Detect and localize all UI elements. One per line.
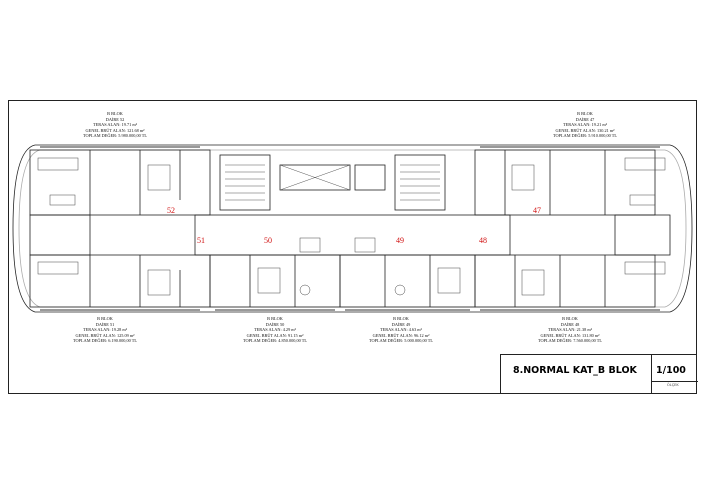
- block-label: B BLOK: [267, 316, 283, 321]
- unit-52: [29, 149, 211, 216]
- bed: [511, 164, 535, 191]
- drawing-title: 8.NORMAL KAT_B BLOK: [513, 365, 637, 376]
- gross-area: GENEL BRÜT ALAN: 130.21 m²: [555, 127, 615, 133]
- sofa: [624, 261, 666, 275]
- sofa: [37, 157, 79, 171]
- gross-area: GENEL BRÜT ALAN: 96.12 m²: [372, 332, 430, 338]
- total-value: TOPLAM DEĞER: 5.980.000,00 TL: [82, 133, 148, 139]
- gross-area: GENEL BRÜT ALAN: 131.80 m²: [540, 332, 600, 338]
- apartment-info-47: B BLOK DAİRE 47 TERAS ALAN: 19.21 m² GEN…: [520, 111, 650, 139]
- unit-51: [29, 254, 211, 308]
- unit-label: DAİRE 47: [575, 116, 595, 122]
- terrace-area: TERAS ALAN: 4.29 m²: [254, 327, 296, 333]
- apartment-info-50: B BLOK DAİRE 50 TERAS ALAN: 4.29 m² GENE…: [210, 316, 340, 344]
- block-label: B BLOK: [577, 111, 593, 116]
- terrace-area: TERAS ALAN: 19.28 m²: [82, 327, 128, 333]
- total-value: TOPLAM DEĞER: 5.910.000,00 TL: [552, 133, 618, 139]
- building-outline: [12, 144, 693, 313]
- scale-label: ÖLÇEK: [667, 383, 679, 387]
- stair-core-right: [394, 154, 446, 211]
- unit-label: DAİRE 50: [265, 321, 285, 327]
- title-block: 8.NORMAL KAT_B BLOK 1/100 ÖLÇEK: [500, 354, 698, 394]
- unit-number-47: 47: [533, 206, 541, 215]
- unit-number-48: 48: [479, 236, 487, 245]
- block-label: B BLOK: [562, 316, 578, 321]
- elevator-left: [279, 164, 351, 191]
- sofa: [624, 157, 666, 171]
- total-value: TOPLAM DEĞER: 7.560.000,00 TL: [537, 338, 603, 344]
- apartment-info-52: B BLOK DAİRE 52 TERAS ALAN: 19.71 m² GEN…: [50, 111, 180, 139]
- gross-area: GENEL BRÜT ALAN: 125.09 m²: [75, 332, 135, 338]
- divider: [651, 355, 652, 394]
- terrace-area: TERAS ALAN: 21.38 m²: [547, 327, 593, 333]
- gross-area: GENEL BRÜT ALAN: 121.68 m²: [85, 127, 145, 133]
- bed: [147, 164, 171, 191]
- corridor: [194, 214, 511, 256]
- apartment-info-48: B BLOK DAİRE 48 TERAS ALAN: 21.38 m² GEN…: [505, 316, 635, 344]
- drawing-sheet-border: [8, 100, 697, 394]
- apartment-info-49: B BLOK DAİRE 49 TERAS ALAN: 4.63 m² GENE…: [336, 316, 466, 344]
- unit-number-52: 52: [167, 206, 175, 215]
- terrace-area: TERAS ALAN: 19.21 m²: [562, 122, 608, 128]
- unit-label: DAİRE 48: [560, 321, 580, 327]
- unit-48: [474, 254, 656, 308]
- unit-49: [339, 254, 476, 308]
- unit-number-50: 50: [264, 236, 272, 245]
- divider: [651, 381, 698, 382]
- terrace-area: TERAS ALAN: 4.63 m²: [380, 327, 422, 333]
- unit-label: DAİRE 51: [95, 321, 115, 327]
- unit-47: [474, 149, 656, 216]
- block-label: B BLOK: [107, 111, 123, 116]
- total-value: TOPLAM DEĞER: 6.190.000,00 TL: [72, 338, 138, 344]
- stair-core-left: [219, 154, 271, 211]
- gross-area: GENEL BRÜT ALAN: 91.15 m²: [246, 332, 304, 338]
- total-value: TOPLAM DEĞER: 4.850.000,00 TL: [242, 338, 308, 344]
- total-value: TOPLAM DEĞER: 5.000.000,00 TL: [368, 338, 434, 344]
- block-label: B BLOK: [393, 316, 409, 321]
- unit-number-49: 49: [396, 236, 404, 245]
- elevator-right: [354, 164, 386, 191]
- sofa: [37, 261, 79, 275]
- apartment-info-51: B BLOK DAİRE 51 TERAS ALAN: 19.28 m² GEN…: [40, 316, 170, 344]
- unit-50: [209, 254, 341, 308]
- unit-number-51: 51: [197, 236, 205, 245]
- unit-label: DAİRE 49: [391, 321, 411, 327]
- unit-label: DAİRE 52: [105, 116, 125, 122]
- block-label: B BLOK: [97, 316, 113, 321]
- drawing-scale: 1/100: [656, 365, 686, 376]
- terrace-area: TERAS ALAN: 19.71 m²: [92, 122, 138, 128]
